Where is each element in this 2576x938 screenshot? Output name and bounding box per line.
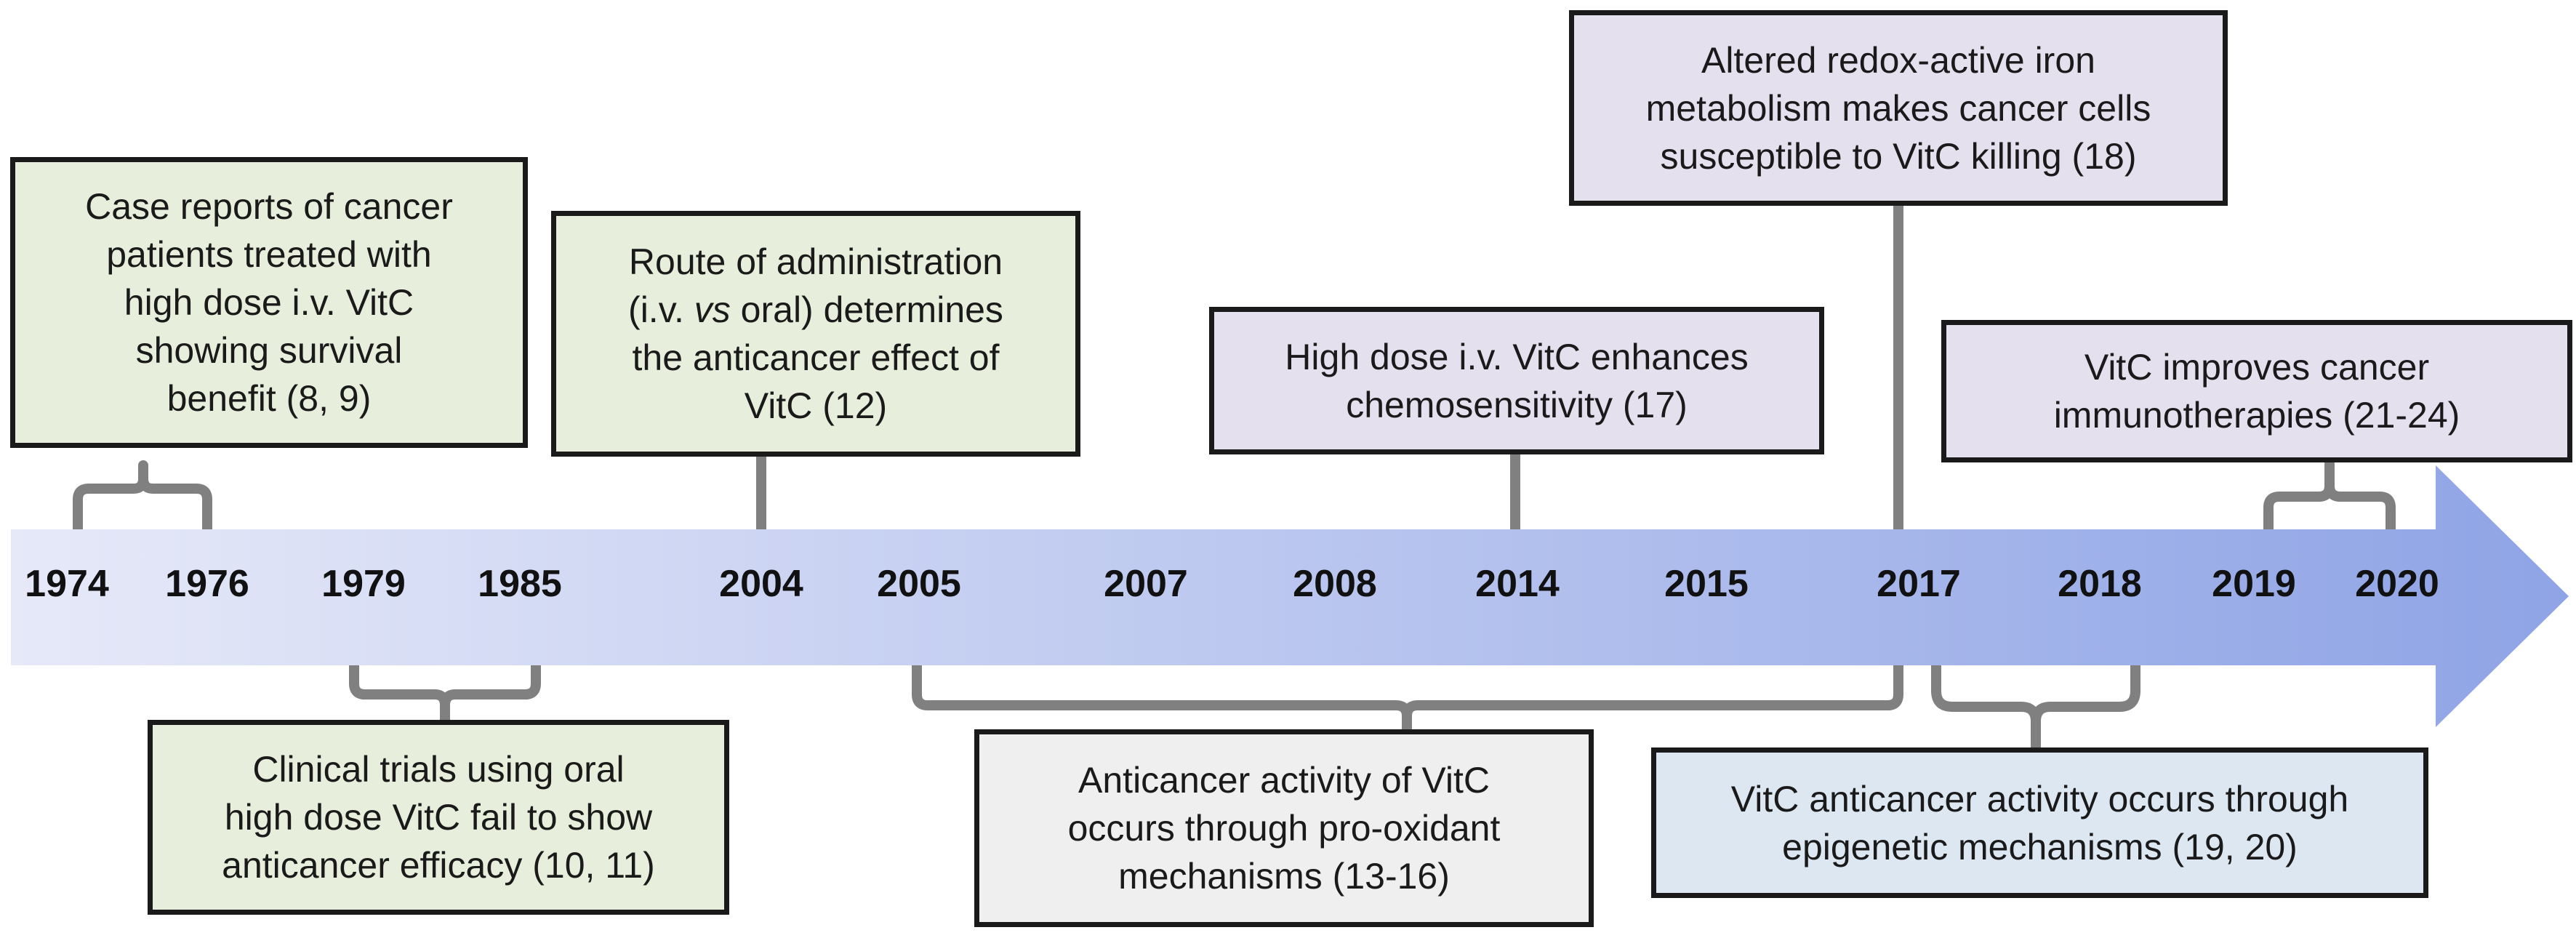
event-text: Route of administration (i.v. vs oral) d… — [628, 241, 1003, 426]
year-label: 1974 — [25, 563, 109, 605]
event-text: Case reports of cancer patients treated … — [85, 186, 453, 419]
event-text: VitC improves cancer immunotherapies (21… — [2053, 347, 2460, 436]
event-text: VitC anticancer activity occurs through … — [1730, 778, 2349, 867]
year-label: 1979 — [321, 563, 406, 605]
event-route-of-administration: Route of administration (i.v. vs oral) d… — [551, 211, 1080, 457]
year-label: 2007 — [1104, 563, 1188, 605]
event-chemosensitivity: High dose i.v. VitC enhances chemosensit… — [1209, 307, 1824, 454]
year-label: 2008 — [1293, 563, 1377, 605]
year-label: 2015 — [1664, 563, 1749, 605]
year-label: 2017 — [1877, 563, 1961, 605]
event-pro-oxidant: Anticancer activity of VitC occurs throu… — [974, 729, 1594, 927]
event-immunotherapies: VitC improves cancer immunotherapies (21… — [1941, 320, 2572, 462]
connector-pro-oxidant — [912, 665, 1903, 736]
event-epigenetic: VitC anticancer activity occurs through … — [1651, 747, 2428, 898]
year-label: 2005 — [877, 563, 961, 605]
year-label: 2019 — [2212, 563, 2296, 605]
timeline-arrow — [11, 465, 2569, 727]
year-label: 1976 — [165, 563, 249, 605]
year-label: 1985 — [478, 563, 562, 605]
connector-immuno — [2263, 459, 2396, 529]
event-text: Clinical trials using oral high dose Vit… — [222, 749, 655, 886]
connector-epigenetic — [1931, 665, 2140, 754]
year-label: 2004 — [719, 563, 803, 605]
event-iron-metabolism: Altered redox-active iron metabolism mak… — [1569, 10, 2228, 206]
year-label: 2018 — [2058, 563, 2142, 605]
event-text: Altered redox-active iron metabolism mak… — [1645, 39, 2151, 177]
event-text: High dose i.v. VitC enhances chemosensit… — [1285, 336, 1749, 425]
year-label: 2014 — [1475, 563, 1560, 605]
connector-clinical-trials — [349, 665, 541, 726]
year-label: 2020 — [2355, 563, 2439, 605]
connector-case-reports — [73, 460, 212, 529]
event-clinical-trials: Clinical trials using oral high dose Vit… — [148, 720, 729, 915]
event-text: Anticancer activity of VitC occurs throu… — [1067, 760, 1501, 897]
event-case-reports: Case reports of cancer patients treated … — [10, 157, 528, 448]
